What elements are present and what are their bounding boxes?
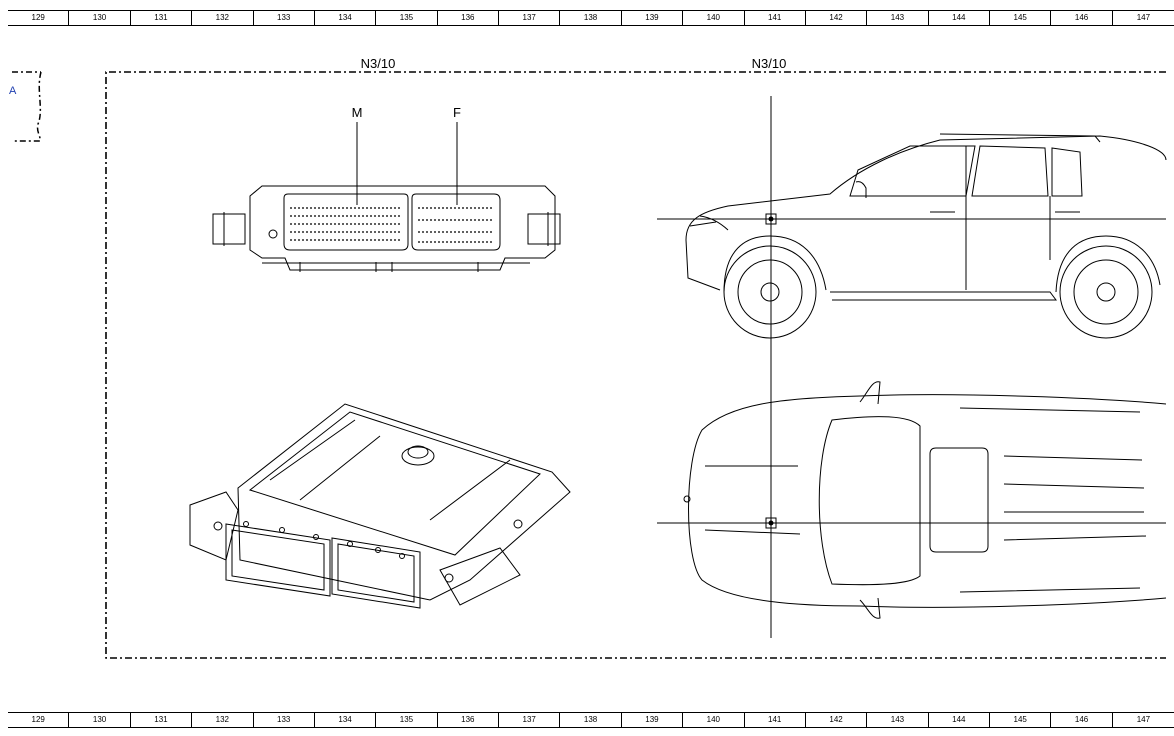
ruler-column: 131	[131, 713, 193, 727]
ruler-column: 144	[929, 713, 990, 727]
component-label-left: N3/10	[361, 56, 396, 71]
location-marker-side[interactable]	[765, 213, 777, 225]
ruler-column: 143	[867, 11, 929, 25]
ruler-column: 142	[806, 11, 868, 25]
ruler-column: 147	[1136, 13, 1151, 22]
ruler-column: 146	[1051, 11, 1113, 25]
side-tab-label: A	[9, 85, 17, 97]
ruler-column: 140	[683, 713, 745, 727]
ruler-column: 135	[376, 11, 438, 25]
ruler-column: 132	[192, 11, 254, 25]
ruler-column: 143	[867, 713, 929, 727]
ruler-column: 134	[315, 713, 377, 727]
ruler-column: 130	[69, 11, 131, 25]
ruler-column: 137	[499, 713, 561, 727]
ruler-column: 129	[8, 11, 70, 25]
ruler-column: 129	[8, 713, 70, 727]
ruler-column: 135	[376, 713, 438, 727]
ruler-column: 144	[929, 11, 990, 25]
ruler-column: 132	[192, 713, 254, 727]
ecu-front-view: M F	[212, 105, 561, 272]
component-label-right: N3/10	[752, 56, 787, 71]
side-tab[interactable]: A	[9, 71, 42, 142]
ruler-column: 139	[622, 713, 684, 727]
ruler-column: 140	[683, 11, 745, 25]
ruler-column: 141	[745, 713, 806, 727]
ruler-column: 145	[990, 713, 1052, 727]
ruler-column: 133	[254, 11, 315, 25]
ruler-column: 147	[1136, 715, 1151, 724]
vehicle-side-view	[685, 133, 1167, 339]
ecu-isometric-view	[189, 403, 571, 609]
ruler-column: 145	[990, 11, 1052, 25]
ruler-column: 141	[745, 11, 806, 25]
ruler-column: 137	[499, 11, 561, 25]
ruler-column: 146	[1051, 713, 1113, 727]
ruler-column: 133	[254, 713, 315, 727]
ruler-column: 138	[560, 713, 622, 727]
ruler-column: 142	[806, 713, 868, 727]
ruler-column: 139	[622, 11, 684, 25]
connector-label-m: M	[352, 105, 363, 120]
ruler-column: 136	[438, 713, 499, 727]
component-frame	[105, 71, 1166, 659]
vehicle-top-view	[683, 381, 1167, 619]
ruler-column: 138	[560, 11, 622, 25]
ruler-column: 130	[69, 713, 131, 727]
location-crosshair	[657, 96, 1166, 638]
connector-label-f: F	[453, 105, 461, 120]
location-marker-top[interactable]	[765, 517, 777, 529]
ruler-column: 136	[438, 11, 499, 25]
ruler-column: 131	[131, 11, 193, 25]
ruler-column: 134	[315, 11, 377, 25]
